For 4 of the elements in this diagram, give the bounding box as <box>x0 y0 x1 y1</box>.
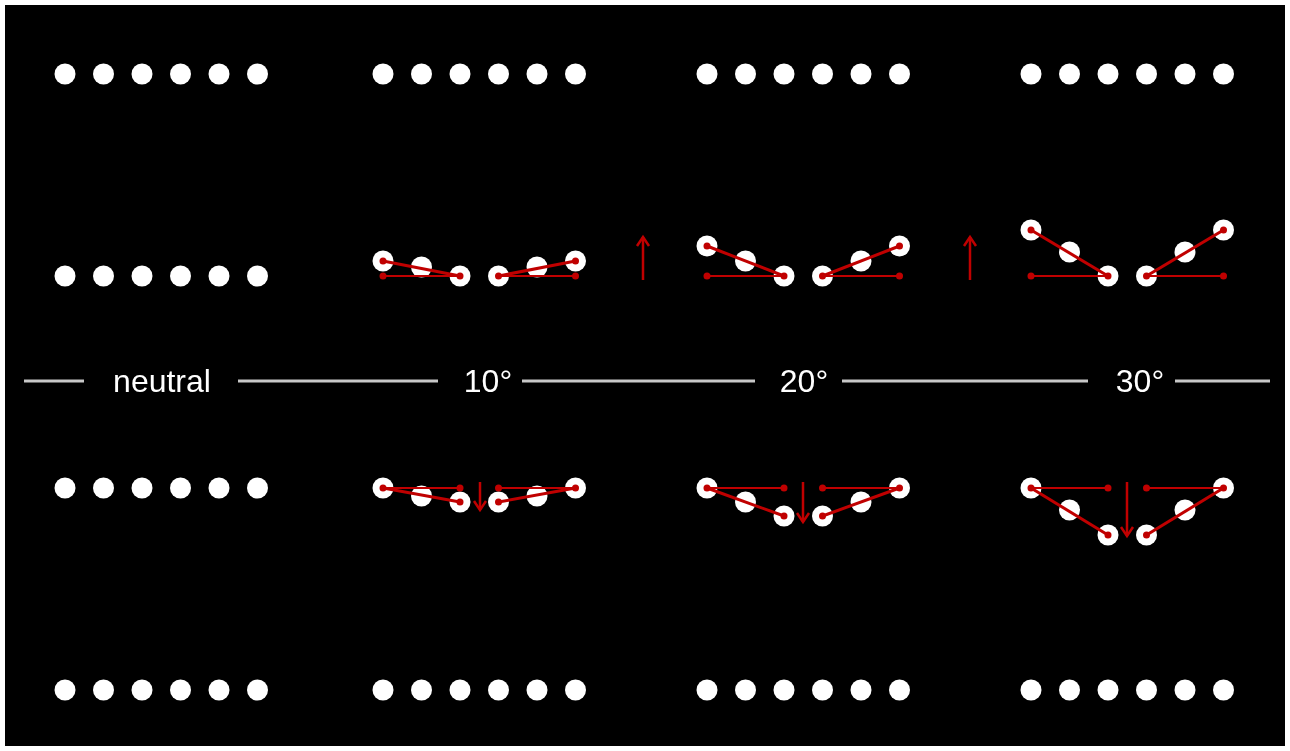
angle-label: 30° <box>1115 365 1165 397</box>
angle-label: 20° <box>779 365 829 397</box>
angle-label: 10° <box>463 365 513 397</box>
angle-label: neutral <box>113 365 211 397</box>
